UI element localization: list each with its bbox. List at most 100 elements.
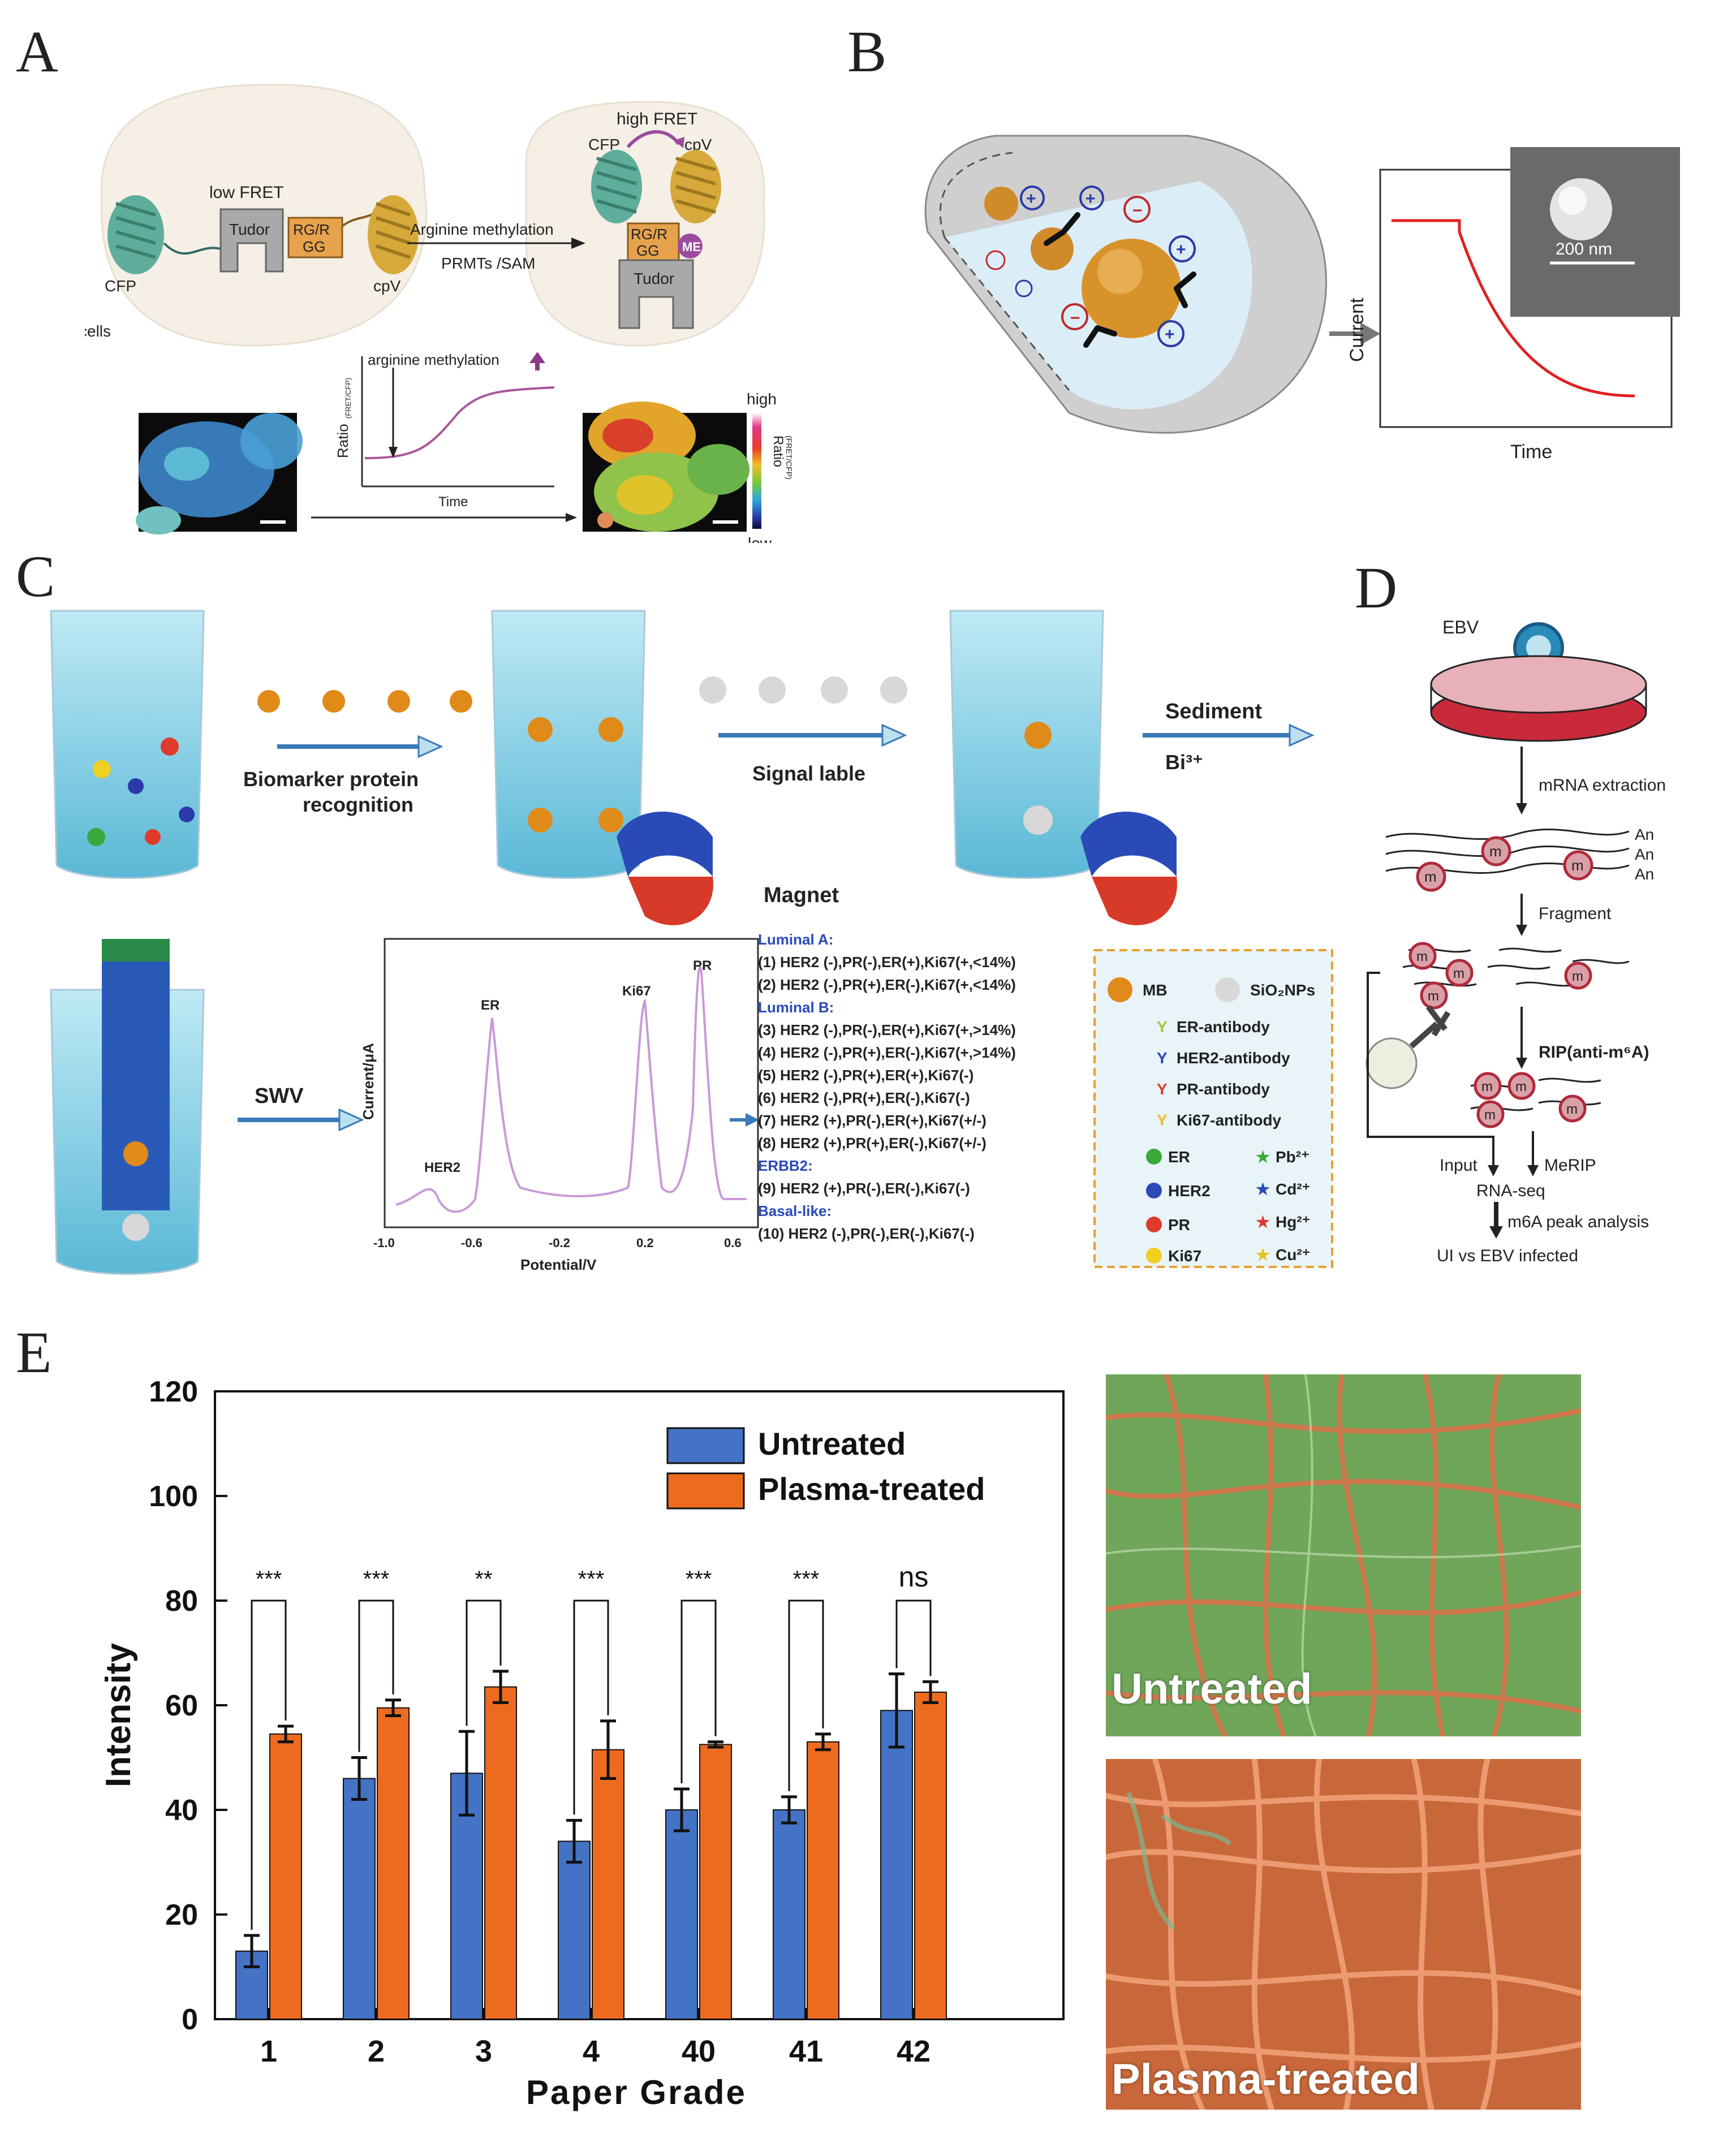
panel-label-e: E <box>16 1320 52 1385</box>
significance-bracket <box>358 1599 394 1752</box>
cpv-protein-left <box>368 195 419 274</box>
cfp-protein-right <box>591 150 642 223</box>
arrow-step-1: Biomarker protein recognition <box>243 690 472 816</box>
significance-marker: *** <box>686 1567 712 1592</box>
svg-text:Y: Y <box>1157 1018 1168 1036</box>
legend-antibody-her2: HER2-antibody <box>1177 1049 1290 1067</box>
significance-bracket <box>573 1599 609 1815</box>
mrna-strands: m m m <box>1385 828 1630 892</box>
cell-image-low <box>136 413 303 534</box>
significance-bracket <box>680 1599 717 1783</box>
legend-antibody-ki67: Ki67-antibody <box>1177 1111 1282 1129</box>
rip-label: RIP(anti-m⁶A) <box>1539 1043 1649 1062</box>
svg-text:+: + <box>1176 240 1186 259</box>
x-tick-label: 2 <box>368 2034 385 2068</box>
significance-marker: ns <box>899 1561 929 1593</box>
current-xlabel: Time <box>1510 441 1552 463</box>
legend-label-plasma: Plasma-treated <box>758 1471 985 1507</box>
svg-text:Y: Y <box>1157 1049 1168 1067</box>
culture-dish <box>1430 655 1647 742</box>
photo-label-untreated: Untreated <box>1112 1665 1312 1713</box>
magnet-label: Magnet <box>764 883 839 907</box>
svg-text:★: ★ <box>1256 1213 1270 1231</box>
x-tick-label: 42 <box>897 2034 931 2068</box>
scale-ratio: Ratio <box>770 436 786 467</box>
graph-ylabel: Ratio <box>334 424 351 458</box>
ebv-label: EBV <box>1442 617 1479 637</box>
x-tick-label: 41 <box>789 2034 823 2068</box>
svg-text:★: ★ <box>1256 1246 1270 1264</box>
swv-tick-2: -0.2 <box>549 1236 570 1250</box>
fragment-label: Fragment <box>1539 904 1612 923</box>
significance-bracket <box>466 1599 502 1726</box>
bar-plasma-treated <box>484 1686 517 2020</box>
svg-text:m: m <box>1428 989 1439 1004</box>
magnet-2 <box>1080 812 1177 925</box>
legend-antibody-er: ER-antibody <box>1177 1018 1270 1036</box>
photo-untreated: Untreated <box>1106 1374 1581 1736</box>
arrow-label-bottom: PRMTs /SAM <box>441 255 535 272</box>
group-item: (10) HER2 (-),PR(-),ER(-),Ki67(-) <box>758 1225 975 1242</box>
step2-label: Signal lable <box>752 762 865 785</box>
legend-marker-pr: PR <box>1168 1216 1190 1234</box>
step3-label: Sediment <box>1165 700 1262 723</box>
svg-text:ME: ME <box>682 240 701 254</box>
significance-marker: *** <box>363 1567 390 1592</box>
ratio-colorbar: high low Ratio (FRET/CFP) <box>747 390 794 543</box>
group-title-1: Luminal B: <box>758 999 834 1016</box>
legend-label-untreated: Untreated <box>758 1426 906 1461</box>
tudor-domain-right: Tudor <box>618 259 694 329</box>
svg-text:+: + <box>1165 325 1175 344</box>
svg-text:Y: Y <box>1157 1111 1168 1129</box>
beaker-2 <box>491 610 646 879</box>
bar-plasma-treated <box>914 1691 947 2020</box>
magnet-1 <box>617 812 713 925</box>
legend-marker-her2: HER2 <box>1168 1182 1211 1200</box>
cells-label: cells <box>85 322 111 340</box>
merip-label: MeRIP <box>1544 1156 1596 1175</box>
swv-tick-0: -1.0 <box>373 1236 395 1250</box>
enriched-fragments: m m m m <box>1470 1072 1601 1128</box>
svg-text:m: m <box>1572 969 1583 984</box>
legend-ion-cd: Cd²⁺ <box>1276 1180 1310 1198</box>
x-axis-label: Paper Grade <box>526 2073 747 2111</box>
arrow-step-3: Sediment Bi³⁺ <box>1143 700 1315 774</box>
legend-marker-er: ER <box>1168 1148 1190 1166</box>
electrochemical-cell <box>50 939 205 1275</box>
bar-plasma-treated <box>699 1744 732 2020</box>
high-fret-label: high FRET <box>617 110 697 128</box>
bar-untreated <box>773 1809 805 2020</box>
arrow-step-2: Signal lable <box>699 676 907 785</box>
svg-text:m: m <box>1489 843 1502 860</box>
svg-text:m: m <box>1484 1107 1496 1123</box>
beaker-3 <box>949 610 1104 879</box>
svg-text:+: + <box>1026 189 1036 208</box>
compare-label: UI vs EBV infected <box>1437 1247 1578 1265</box>
panel-label-c: C <box>16 544 55 609</box>
x-tick-label: 1 <box>260 2034 277 2068</box>
peak-ki67: Ki67 <box>622 984 651 999</box>
significance-marker: ** <box>475 1567 492 1592</box>
peak-her2: HER2 <box>424 1160 460 1175</box>
bar-untreated <box>880 1710 913 2020</box>
significance-bracket <box>788 1599 824 1791</box>
group-title-0: Luminal A: <box>758 931 833 948</box>
svg-text:m: m <box>1424 868 1437 885</box>
bar-plasma-treated <box>807 1741 839 2020</box>
cell-image-high <box>583 402 749 532</box>
cfp-protein-left <box>107 195 164 274</box>
legend-antibody-pr: PR-antibody <box>1177 1080 1270 1098</box>
group-title-3: Basal-like: <box>758 1202 832 1219</box>
graph-label: arginine methylation <box>368 351 499 368</box>
svg-text:Tudor: Tudor <box>634 270 674 287</box>
group-item: (7) HER2 (+),PR(-),ER(+),Ki67(+/-) <box>758 1112 987 1129</box>
step1-label: Biomarker protein <box>243 768 419 791</box>
group-item: (6) HER2 (-),PR(+),ER(-),Ki67(-) <box>758 1089 970 1106</box>
legend-ion-hg: Hg²⁺ <box>1276 1213 1310 1231</box>
an-label-2: An <box>1635 846 1654 863</box>
bar-plasma-treated <box>377 1707 410 2020</box>
graph-xlabel: Time <box>438 494 468 510</box>
panel-label-d: D <box>1355 555 1398 620</box>
photo-plasma-treated: Plasma-treated <box>1106 1759 1581 2110</box>
svg-text:m: m <box>1481 1079 1493 1094</box>
